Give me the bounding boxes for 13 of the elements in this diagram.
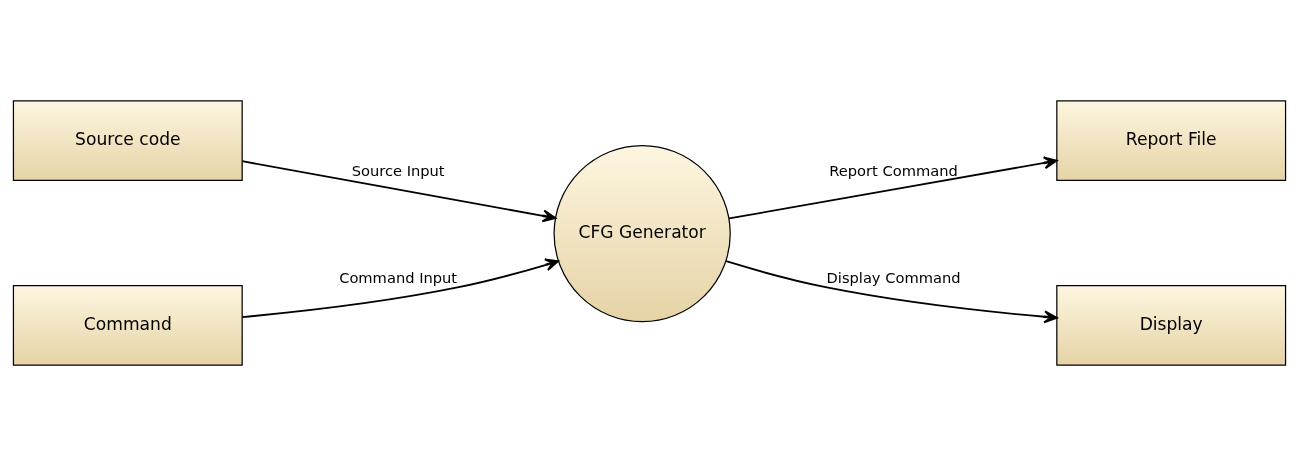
arrow — [725, 260, 1058, 324]
node-circle: CFG Generator — [553, 144, 731, 323]
node-box: Report File — [1056, 100, 1287, 181]
edge-label: Report Command — [829, 161, 958, 179]
edge-label: Display Command — [826, 269, 961, 287]
node-box: Display — [1056, 285, 1287, 366]
edge-label: Source Input — [351, 161, 445, 179]
node-box: Command — [12, 285, 243, 366]
node-box: Source code — [12, 100, 243, 181]
edge-label: Command Input — [339, 269, 458, 287]
arrow — [728, 156, 1058, 220]
arrow — [241, 258, 560, 318]
arrow — [241, 160, 557, 223]
